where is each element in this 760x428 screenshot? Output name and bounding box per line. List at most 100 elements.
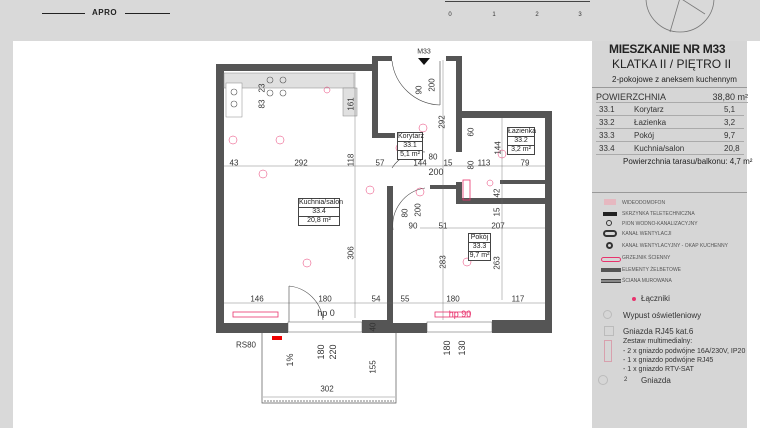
dimension: 130 — [457, 340, 467, 356]
dimension: 200 — [413, 203, 423, 217]
telecom-box-icon — [603, 212, 617, 216]
logo: APRO — [92, 8, 118, 17]
room-number: 33.1 — [398, 141, 422, 150]
room-name: Korytarz — [634, 105, 664, 114]
scale-label: 0 — [448, 12, 452, 18]
scale-label: 3 — [578, 12, 582, 18]
room-name: Pokój — [634, 131, 655, 140]
legend-lighting: Wypust oświetleniowy — [623, 311, 702, 320]
room-no: 33.3 — [599, 131, 615, 140]
room-name: Łazienka — [508, 128, 537, 135]
dimension: 200 — [428, 167, 444, 177]
windows — [287, 321, 493, 333]
socket-count: 2 — [624, 377, 628, 383]
dimension: 43 — [229, 158, 239, 168]
room-area: 3,2 m² — [508, 145, 534, 154]
dimension: 292 — [294, 158, 308, 168]
dimension: 40 — [368, 322, 378, 332]
area-value: 38,80 m² — [712, 92, 748, 102]
dimension: 118 — [346, 153, 356, 167]
walls — [216, 56, 552, 333]
apartment-subtitle: KLATKA II / PIĘTRO II — [612, 57, 732, 71]
room-no: 33.2 — [599, 118, 615, 127]
scale-bar — [445, 0, 590, 2]
water-riser-icon — [606, 220, 612, 226]
legend-item: ELEMENTY ŻELBETOWE — [622, 267, 681, 273]
radiator-icon — [601, 257, 621, 262]
room-no: 33.4 — [599, 144, 615, 153]
scale-label: 2 — [535, 12, 539, 18]
legend-item: GRZEJNIK ŚCIENNY — [622, 255, 671, 261]
dimension: 146 — [250, 294, 264, 304]
room-area: 5,1 — [724, 105, 736, 114]
dimension: 15 — [443, 158, 453, 168]
intercom-icon — [272, 336, 282, 340]
room-name: Kuchnia/salon — [634, 144, 685, 153]
electrical-symbols — [228, 86, 507, 268]
dimension: 180 — [446, 294, 460, 304]
balcony — [261, 333, 397, 404]
slope: 1% — [285, 353, 295, 367]
dimension: RS80 — [235, 340, 257, 350]
scale-label: 1 — [492, 12, 496, 18]
concrete-element-icon — [601, 268, 621, 272]
legend-multimedia: Zestaw multimedialny: — [623, 338, 693, 345]
room-area: 9,7 — [724, 131, 736, 140]
room-number: 33.4 — [299, 207, 339, 216]
ventilation-icon — [603, 230, 617, 237]
intercom-icon — [604, 199, 616, 205]
dimension: 83 — [257, 99, 267, 109]
sill-height: hp 0 — [317, 308, 335, 318]
room-row: 33.1 Korytarz 5,1 — [596, 105, 744, 116]
dimension: 180 — [316, 344, 326, 360]
dimension: 51 — [438, 221, 448, 231]
switch-icon — [632, 297, 636, 301]
legend-multimedia: - 1 x gniazdo RTV-SAT — [623, 366, 694, 373]
dimension: 60 — [466, 127, 476, 137]
dimension: 90 — [408, 221, 418, 231]
room-area: 5,1 m² — [398, 150, 422, 159]
dimension: 263 — [492, 256, 502, 270]
room-name: Kuchnia/salon — [299, 199, 343, 206]
dimension: 155 — [368, 360, 378, 374]
apartment-description: 2-pokojowe z aneksem kuchennym — [612, 75, 737, 84]
dimension: 80 — [428, 152, 438, 162]
logo-line-left — [42, 13, 85, 14]
dimension: 302 — [320, 384, 334, 394]
dimension: 180 — [318, 294, 332, 304]
dimension: 90 — [414, 85, 424, 95]
legend-multimedia: - 2 x gniazdo podwójne 16A/230V, IP20 — [623, 348, 746, 355]
dimension: 180 — [442, 340, 452, 356]
room-area: 9,7 m² — [469, 251, 490, 259]
dimension: 113 — [477, 158, 491, 168]
legend-item: ŚCIANA MUROWANA — [622, 278, 672, 284]
dimension: 207 — [491, 221, 505, 231]
dimension: 144 — [493, 141, 503, 155]
area-total-row: POWIERZCHNIA 38,80 m² — [596, 92, 748, 103]
room-area: 3,2 — [724, 118, 736, 127]
dimension: 55 — [400, 294, 410, 304]
dimension: 79 — [520, 158, 530, 168]
hood-vent-icon — [606, 242, 613, 249]
kitchen-counter — [223, 72, 358, 118]
apartment-title: MIESZKANIE NR M33 — [609, 42, 726, 56]
dimension: 306 — [346, 246, 356, 260]
doors — [288, 60, 441, 323]
dimension: 42 — [492, 188, 502, 198]
dimension: 54 — [371, 294, 381, 304]
legend-sockets: Gniazda — [641, 376, 671, 385]
masonry-wall-icon — [601, 279, 621, 283]
dimension: 57 — [375, 158, 385, 168]
room-name: Łazienka — [634, 118, 667, 127]
stove-icon — [230, 76, 287, 108]
legend-multimedia: - 1 x gniazdo podwójne RJ45 — [623, 357, 714, 364]
rj45-icon — [604, 326, 614, 336]
dimension: 80 — [466, 160, 476, 170]
light-outlet-icon — [603, 310, 612, 319]
room-no: 33.1 — [599, 105, 615, 114]
